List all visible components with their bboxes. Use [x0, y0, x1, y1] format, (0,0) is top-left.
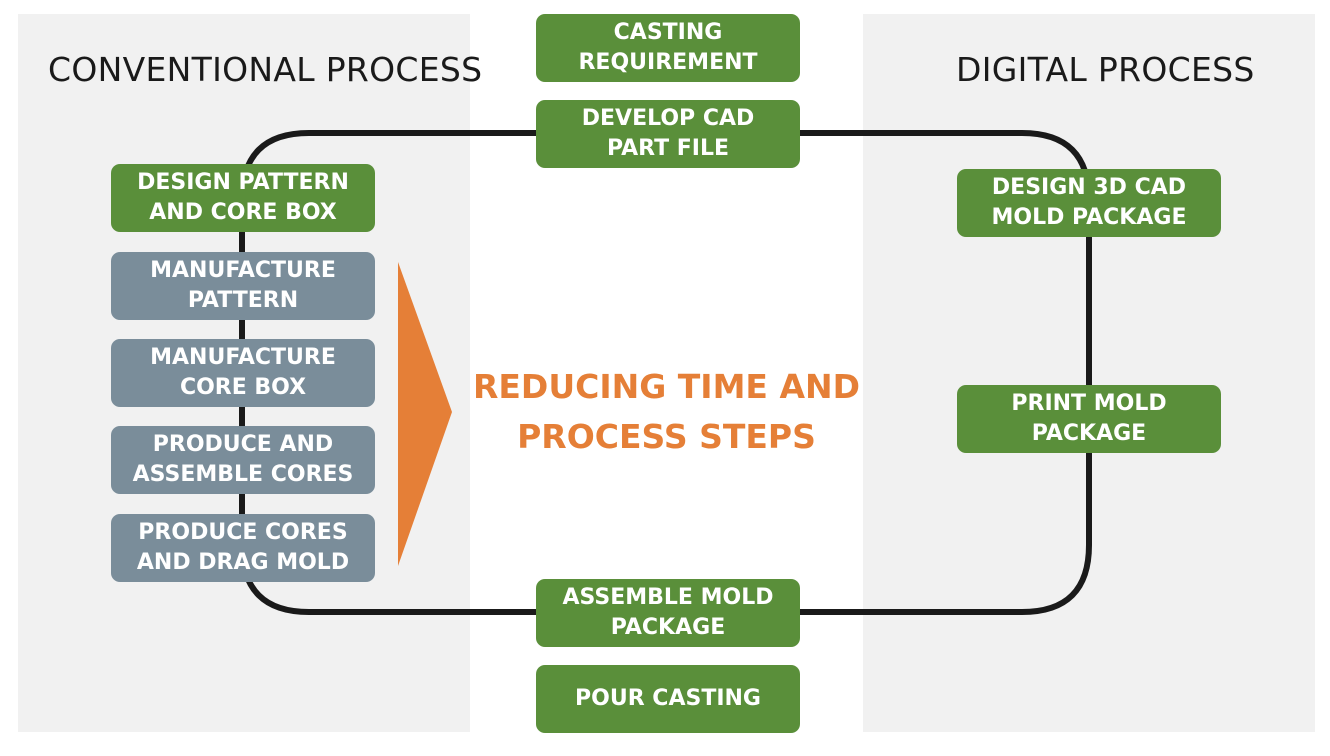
manufacture-core-box-step: MANUFACTURE CORE BOX	[111, 339, 375, 407]
print-mold-step: PRINT MOLD PACKAGE	[957, 385, 1221, 453]
conventional-heading: CONVENTIONAL PROCESS	[48, 50, 483, 89]
assemble-mold-step: ASSEMBLE MOLD PACKAGE	[536, 579, 800, 647]
casting-requirement-step: CASTING REQUIREMENT	[536, 14, 800, 82]
produce-assemble-cores-step: PRODUCE AND ASSEMBLE CORES	[111, 426, 375, 494]
process-loop-line	[239, 130, 1092, 615]
manufacture-pattern-step: MANUFACTURE PATTERN	[111, 252, 375, 320]
reducing-time-message: REDUCING TIME AND PROCESS STEPS	[472, 367, 861, 456]
design-3d-cad-step: DESIGN 3D CAD MOLD PACKAGE	[957, 169, 1221, 237]
pour-casting-step: POUR CASTING	[536, 665, 800, 733]
design-pattern-step: DESIGN PATTERN AND CORE BOX	[111, 164, 375, 232]
direction-arrow	[398, 262, 452, 566]
develop-cad-step: DEVELOP CAD PART FILE	[536, 100, 800, 168]
digital-heading: DIGITAL PROCESS	[956, 50, 1255, 89]
produce-cores-drag-mold-step: PRODUCE CORES AND DRAG MOLD	[111, 514, 375, 582]
